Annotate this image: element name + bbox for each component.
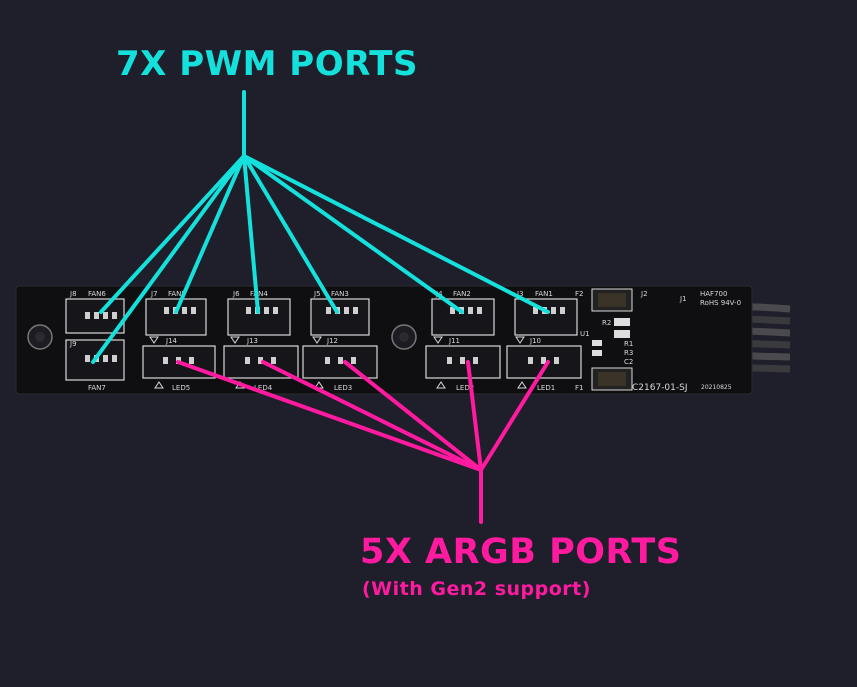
pcb-board [15,285,753,395]
led-label-led5: LED5 [172,384,190,392]
led-label-led2: LED2 [456,384,474,392]
fan-label-fan7: FAN7 [88,384,106,392]
silk-r1: R1 [624,340,633,348]
fan-label-fan4: FAN4 [250,290,268,298]
led-ref-j12: J12 [326,337,338,345]
argb-callout-title: 5X ARGB PORTS [360,532,682,572]
silk-rohs: RoHS 94V-0 [700,299,741,307]
led-label-led4: LED4 [254,384,273,392]
silk-c2: C2 [624,358,633,366]
fan-label-fan3: FAN3 [331,290,349,298]
silk-j2: J2 [640,290,648,298]
smd-components [591,288,633,391]
led-label-led1: LED1 [537,384,555,392]
mounting-hole-left [27,324,53,350]
silk-part-number: C2167-01-SJ [632,383,688,393]
fan-header-j3 [514,298,578,336]
led-ref-j13: J13 [246,337,258,345]
fan-label-fan5: FAN5 [168,290,186,298]
silk-model: HAF700 [700,290,727,298]
pwm-callout-title: 7X PWM PORTS [116,44,418,84]
argb-callout-lines [176,360,550,524]
fan-header-j4 [431,298,495,336]
fan-ref-j7: J7 [150,290,158,298]
led-ref-j14: J14 [165,337,178,345]
led-ref-j11: J11 [448,337,460,345]
led-label-led3: LED3 [334,384,352,392]
fan-header-j7 [145,298,207,336]
silk-f1: F1 [575,384,583,392]
silk-f2: F2 [575,290,583,298]
fan-ref-j3: J3 [516,290,524,298]
fan-header-j6 [227,298,291,336]
silk-u1: U1 [580,330,590,338]
fan-ref-j9: J9 [69,340,77,348]
argb-callout-subtitle: (With Gen2 support) [362,578,591,600]
fan-ref-j8: J8 [69,290,77,298]
silk-r2: R2 [602,319,611,327]
fan-ref-j5: J5 [313,290,321,298]
fan-label-fan6: FAN6 [88,290,106,298]
fan-ref-j6: J6 [232,290,240,298]
silk-date: 20210825 [701,384,732,391]
fan-header-j5 [310,298,370,336]
silk-r3: R3 [624,349,633,357]
pwm-callout-lines [91,90,550,364]
fan-label-fan1: FAN1 [535,290,553,298]
led-ref-j10: J10 [529,337,541,345]
mounting-hole-center [391,324,417,350]
silk-j1: J1 [679,295,687,303]
fan-label-fan2: FAN2 [453,290,471,298]
